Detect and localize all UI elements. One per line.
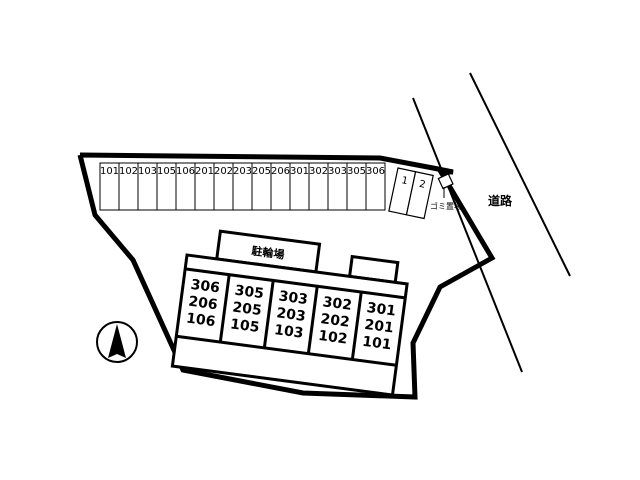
- road-edge-right: [469, 72, 571, 277]
- unit-number: 206: [187, 294, 218, 314]
- unit-number: 306: [190, 277, 221, 297]
- parking-slot-2: [405, 171, 434, 220]
- parking-slot-label: 201: [195, 166, 214, 177]
- unit-number: 202: [320, 311, 351, 331]
- parking-slot-label: 106: [176, 166, 195, 177]
- bike-parking-label: 駐輪場: [251, 243, 286, 261]
- parking-slot-label: 103: [138, 166, 157, 177]
- road-edge-left: [412, 97, 523, 373]
- parking-slot-label: 202: [214, 166, 233, 177]
- parking-slot-label: 303: [328, 166, 347, 177]
- parking-slot-label: 102: [119, 166, 138, 177]
- parking-slot-label: 302: [309, 166, 328, 177]
- unit-number: 103: [273, 322, 304, 342]
- unit-number: 303: [278, 288, 309, 308]
- unit-divider: [306, 286, 319, 354]
- unit-number: 302: [322, 294, 353, 314]
- parking-slot-label: 301: [290, 166, 309, 177]
- parking-slot-label: 206: [271, 166, 290, 177]
- garbage-station: [437, 173, 454, 190]
- parking-slot-label: 101: [100, 166, 119, 177]
- balcony-line: [176, 334, 397, 367]
- unit-number: 102: [317, 328, 348, 348]
- unit-number: 101: [361, 334, 392, 354]
- unit-number: 301: [366, 300, 397, 320]
- parking-slot-label: 2: [418, 179, 427, 191]
- parking-slot-label: 205: [252, 166, 271, 177]
- garbage-label: ゴミ置場: [430, 201, 462, 211]
- unit-number: 305: [234, 283, 265, 303]
- north-arrow-icon: [96, 321, 138, 363]
- unit-number: 105: [229, 316, 260, 336]
- corridor-line: [184, 267, 406, 300]
- parking-slot-label: 306: [366, 166, 385, 177]
- unit-number: 201: [364, 317, 395, 337]
- unit-number: 106: [185, 311, 216, 331]
- extra-parking: 1 2: [388, 167, 434, 220]
- unit-number: 205: [231, 299, 262, 319]
- parking-slot-label: 305: [347, 166, 366, 177]
- parking-slot: [365, 162, 386, 211]
- unit-divider: [218, 274, 231, 343]
- road-label: 道路: [488, 193, 513, 208]
- parking-slot-label: 203: [233, 166, 252, 177]
- parking-slot-label: 105: [157, 166, 176, 177]
- unit-divider: [262, 280, 275, 349]
- site-boundary: [77, 152, 496, 400]
- unit-divider: [350, 291, 363, 360]
- parking-slot-label: 1: [400, 175, 409, 187]
- unit-number: 203: [276, 305, 307, 325]
